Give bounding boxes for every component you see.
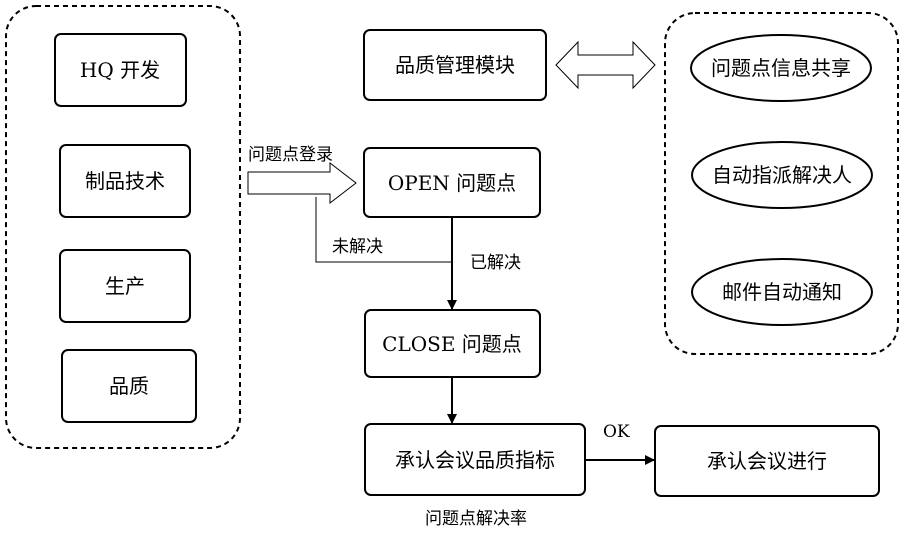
unresolved-label: 未解决: [332, 237, 383, 257]
register-label: 问题点登录: [248, 145, 333, 165]
left-item-quality-label: 品质: [109, 374, 149, 398]
right-item-assign: [691, 141, 873, 209]
left-item-tech: [59, 144, 191, 218]
right-item-mail: [691, 258, 873, 326]
resolved-label: 已解决: [470, 253, 521, 273]
proceed-box: [654, 425, 880, 497]
left-item-tech-label: 制品技术: [85, 169, 165, 193]
quality-module-box: [363, 29, 547, 101]
left-item-hq: [54, 33, 187, 107]
close-issue-label: CLOSE 问题点: [382, 332, 522, 356]
right-item-assign-label: 自动指派解决人: [712, 163, 852, 187]
left-item-production: [59, 249, 191, 323]
right-item-mail-label: 邮件自动通知: [722, 280, 842, 304]
left-item-hq-label: HQ 开发: [80, 58, 160, 82]
left-group-border: [5, 5, 241, 449]
metric-label: 承认会议品质指标: [395, 448, 555, 472]
left-item-quality: [61, 349, 197, 423]
register-arrow: [247, 161, 357, 205]
right-group-border: [664, 12, 899, 355]
right-item-share: [690, 34, 872, 102]
proceed-label: 承认会议进行: [707, 449, 827, 473]
quality-module-label: 品质管理模块: [395, 53, 515, 77]
open-issue-label: OPEN 问题点: [388, 171, 516, 195]
rate-label: 问题点解决率: [425, 509, 527, 529]
bidirectional-arrow: [555, 40, 656, 90]
left-item-production-label: 生产: [105, 274, 145, 298]
ok-label: OK: [603, 422, 630, 442]
right-item-share-label: 问题点信息共享: [711, 56, 851, 80]
